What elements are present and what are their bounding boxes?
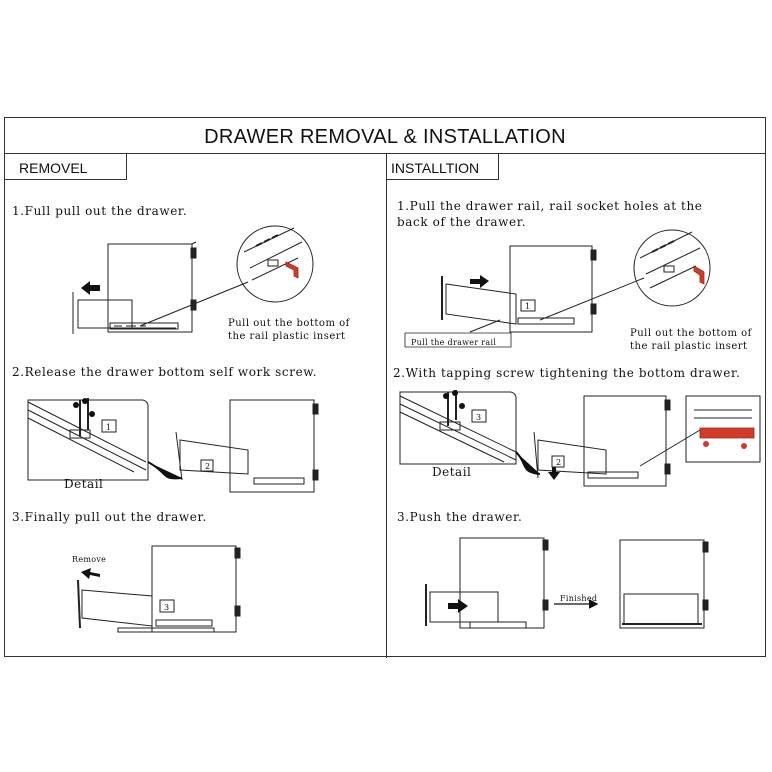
installation-section-label: INSTALLTION: [386, 154, 499, 180]
installation-step2-box3: [472, 410, 486, 422]
removal-step2-detail-view: [28, 398, 148, 480]
installation-step2-box2: [552, 456, 564, 467]
removal-step3-text: 3.Finally pull out the drawer.: [12, 510, 207, 524]
installation-step3-text: 3.Push the drawer.: [397, 510, 523, 524]
installation-step2-text: 2.With tapping screw tightening the bott…: [393, 366, 741, 380]
installation-step1-text-line2: back of the drawer.: [397, 215, 527, 229]
instruction-sheet: DRAWER REMOVAL & INSTALLATION REMOVEL IN…: [4, 117, 766, 658]
installation-step2-screws: [443, 390, 465, 409]
installation-step2-cabinet: [534, 396, 670, 486]
installation-step1-box1: [521, 300, 535, 311]
removal-step1-plastic-insert: [286, 262, 298, 278]
installation-step3-push-figure: [426, 538, 548, 628]
installation-step1-caption-line1: Pull out the bottom of: [630, 328, 752, 339]
removal-step3-direction-arrow: [81, 568, 100, 579]
installation-step1-plastic-insert: [694, 266, 704, 284]
installation-step1-caption-line2: the rail plastic insert: [630, 341, 748, 352]
installation-step1-direction-arrow: [470, 275, 489, 288]
installation-step2-box2-label: 2: [556, 458, 562, 467]
installation-step1-tag: Pull the drawer rail: [411, 338, 497, 347]
removal-step3-remove-label: Remove: [72, 555, 107, 564]
installation-step3-finished-label: Finished: [560, 594, 598, 603]
removal-step1-magnifier: [237, 226, 313, 302]
removal-step2-box1-label: 1: [106, 423, 112, 432]
removal-step2-detail-label: Detail: [64, 477, 104, 491]
removal-step3-figure: [78, 546, 240, 632]
installation-step2-detail-label: Detail: [432, 465, 472, 479]
installation-step1-text-line1: 1.Pull the drawer rail, rail socket hole…: [397, 199, 703, 213]
removal-step2-box2-label: 2: [205, 462, 211, 471]
installation-step2-insert-arrow: [548, 462, 560, 480]
removal-step2-box2: [201, 460, 213, 471]
removal-section-label: REMOVEL: [5, 154, 127, 180]
installation-step3-push-arrow: [448, 599, 468, 613]
removal-step2-box1: [102, 420, 116, 432]
installation-step1-figure: [442, 246, 644, 332]
page-title: DRAWER REMOVAL & INSTALLATION: [5, 118, 765, 154]
removal-step1-text: 1.Full pull out the drawer.: [12, 204, 188, 218]
removal-step2-screws: [73, 398, 95, 417]
removal-step2-leader: [148, 462, 182, 478]
column-divider: [386, 154, 387, 658]
installation-step2-side-detail: [640, 396, 760, 466]
installation-step1-magnifier: [634, 230, 710, 306]
installation-step1-box1-label: 1: [525, 302, 531, 311]
installation-step1-tag-frame: [405, 333, 511, 347]
removal-step3-box3: [160, 600, 174, 612]
removal-step3-box3-label: 3: [164, 603, 170, 612]
removal-step1-caption-line2: the rail plastic insert: [228, 331, 346, 342]
installation-step2-box3-label: 3: [476, 413, 482, 422]
removal-step2-cabinet: [176, 400, 318, 492]
installation-step3-finished-figure: [620, 540, 708, 628]
removal-step2-text: 2.Release the drawer bottom self work sc…: [12, 365, 318, 379]
installation-step2-detail-view: [400, 390, 516, 464]
removal-step1-caption-line1: Pull out the bottom of: [228, 318, 350, 329]
installation-step2-leader: [516, 452, 540, 474]
removal-step1-figure: [73, 242, 248, 334]
removal-step1-direction-arrow: [81, 281, 100, 295]
